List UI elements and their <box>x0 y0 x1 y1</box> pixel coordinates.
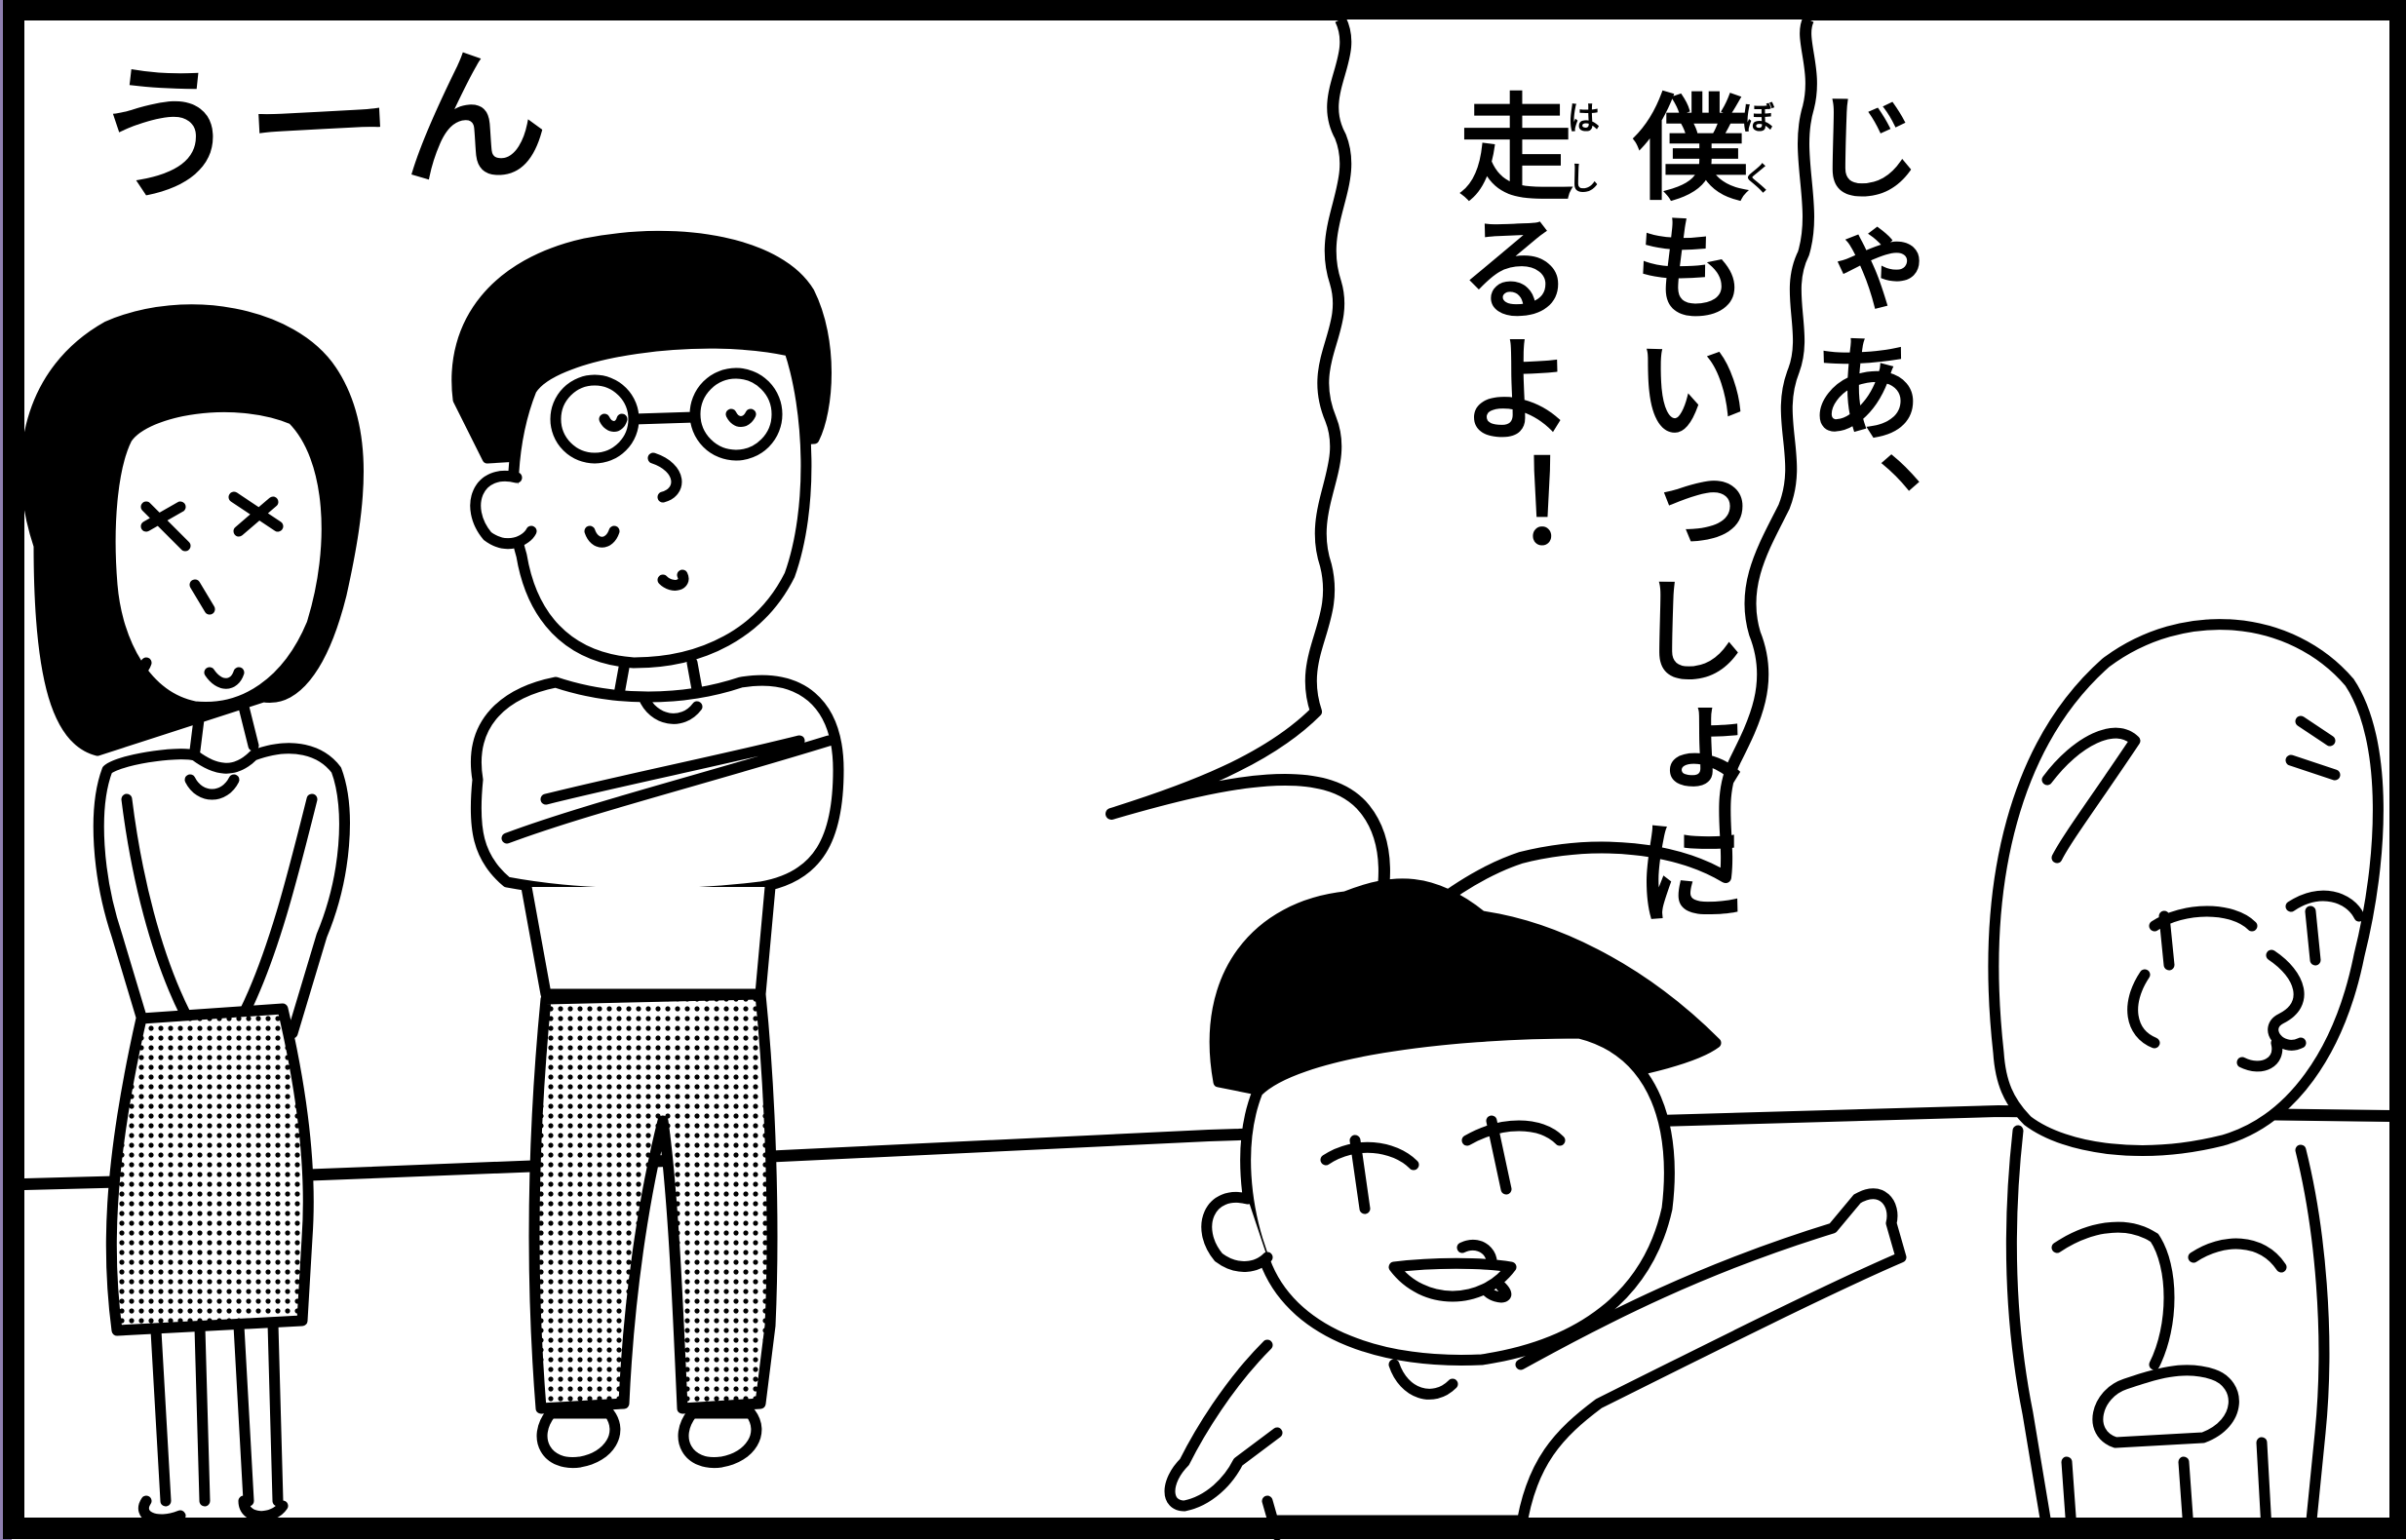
man-with-glasses-character <box>451 230 844 1469</box>
woman-character <box>20 304 364 1525</box>
grandfather-character <box>1988 619 2384 1536</box>
furigana-boku: ぼく <box>1734 88 1774 209</box>
panel-border <box>3 0 2406 1539</box>
speech-bubble-text: じゃあ、 僕ぼくもいっしょに 走はしるよ！ <box>1422 88 1938 965</box>
speech-line-2: 僕ぼくもいっしょに <box>1612 88 1774 934</box>
speech-kanji-boku: 僕ぼく <box>1612 88 1774 209</box>
speech-line-1: じゃあ、 <box>1788 88 1922 571</box>
furigana-hashi: はし <box>1560 88 1600 209</box>
speech-kanji-hashi: 走はし <box>1438 88 1600 209</box>
sound-effect-text: うーん <box>88 29 560 224</box>
boy-pointing-character <box>1164 878 1907 1540</box>
speech-line-3: 走はしるよ！ <box>1438 88 1600 571</box>
